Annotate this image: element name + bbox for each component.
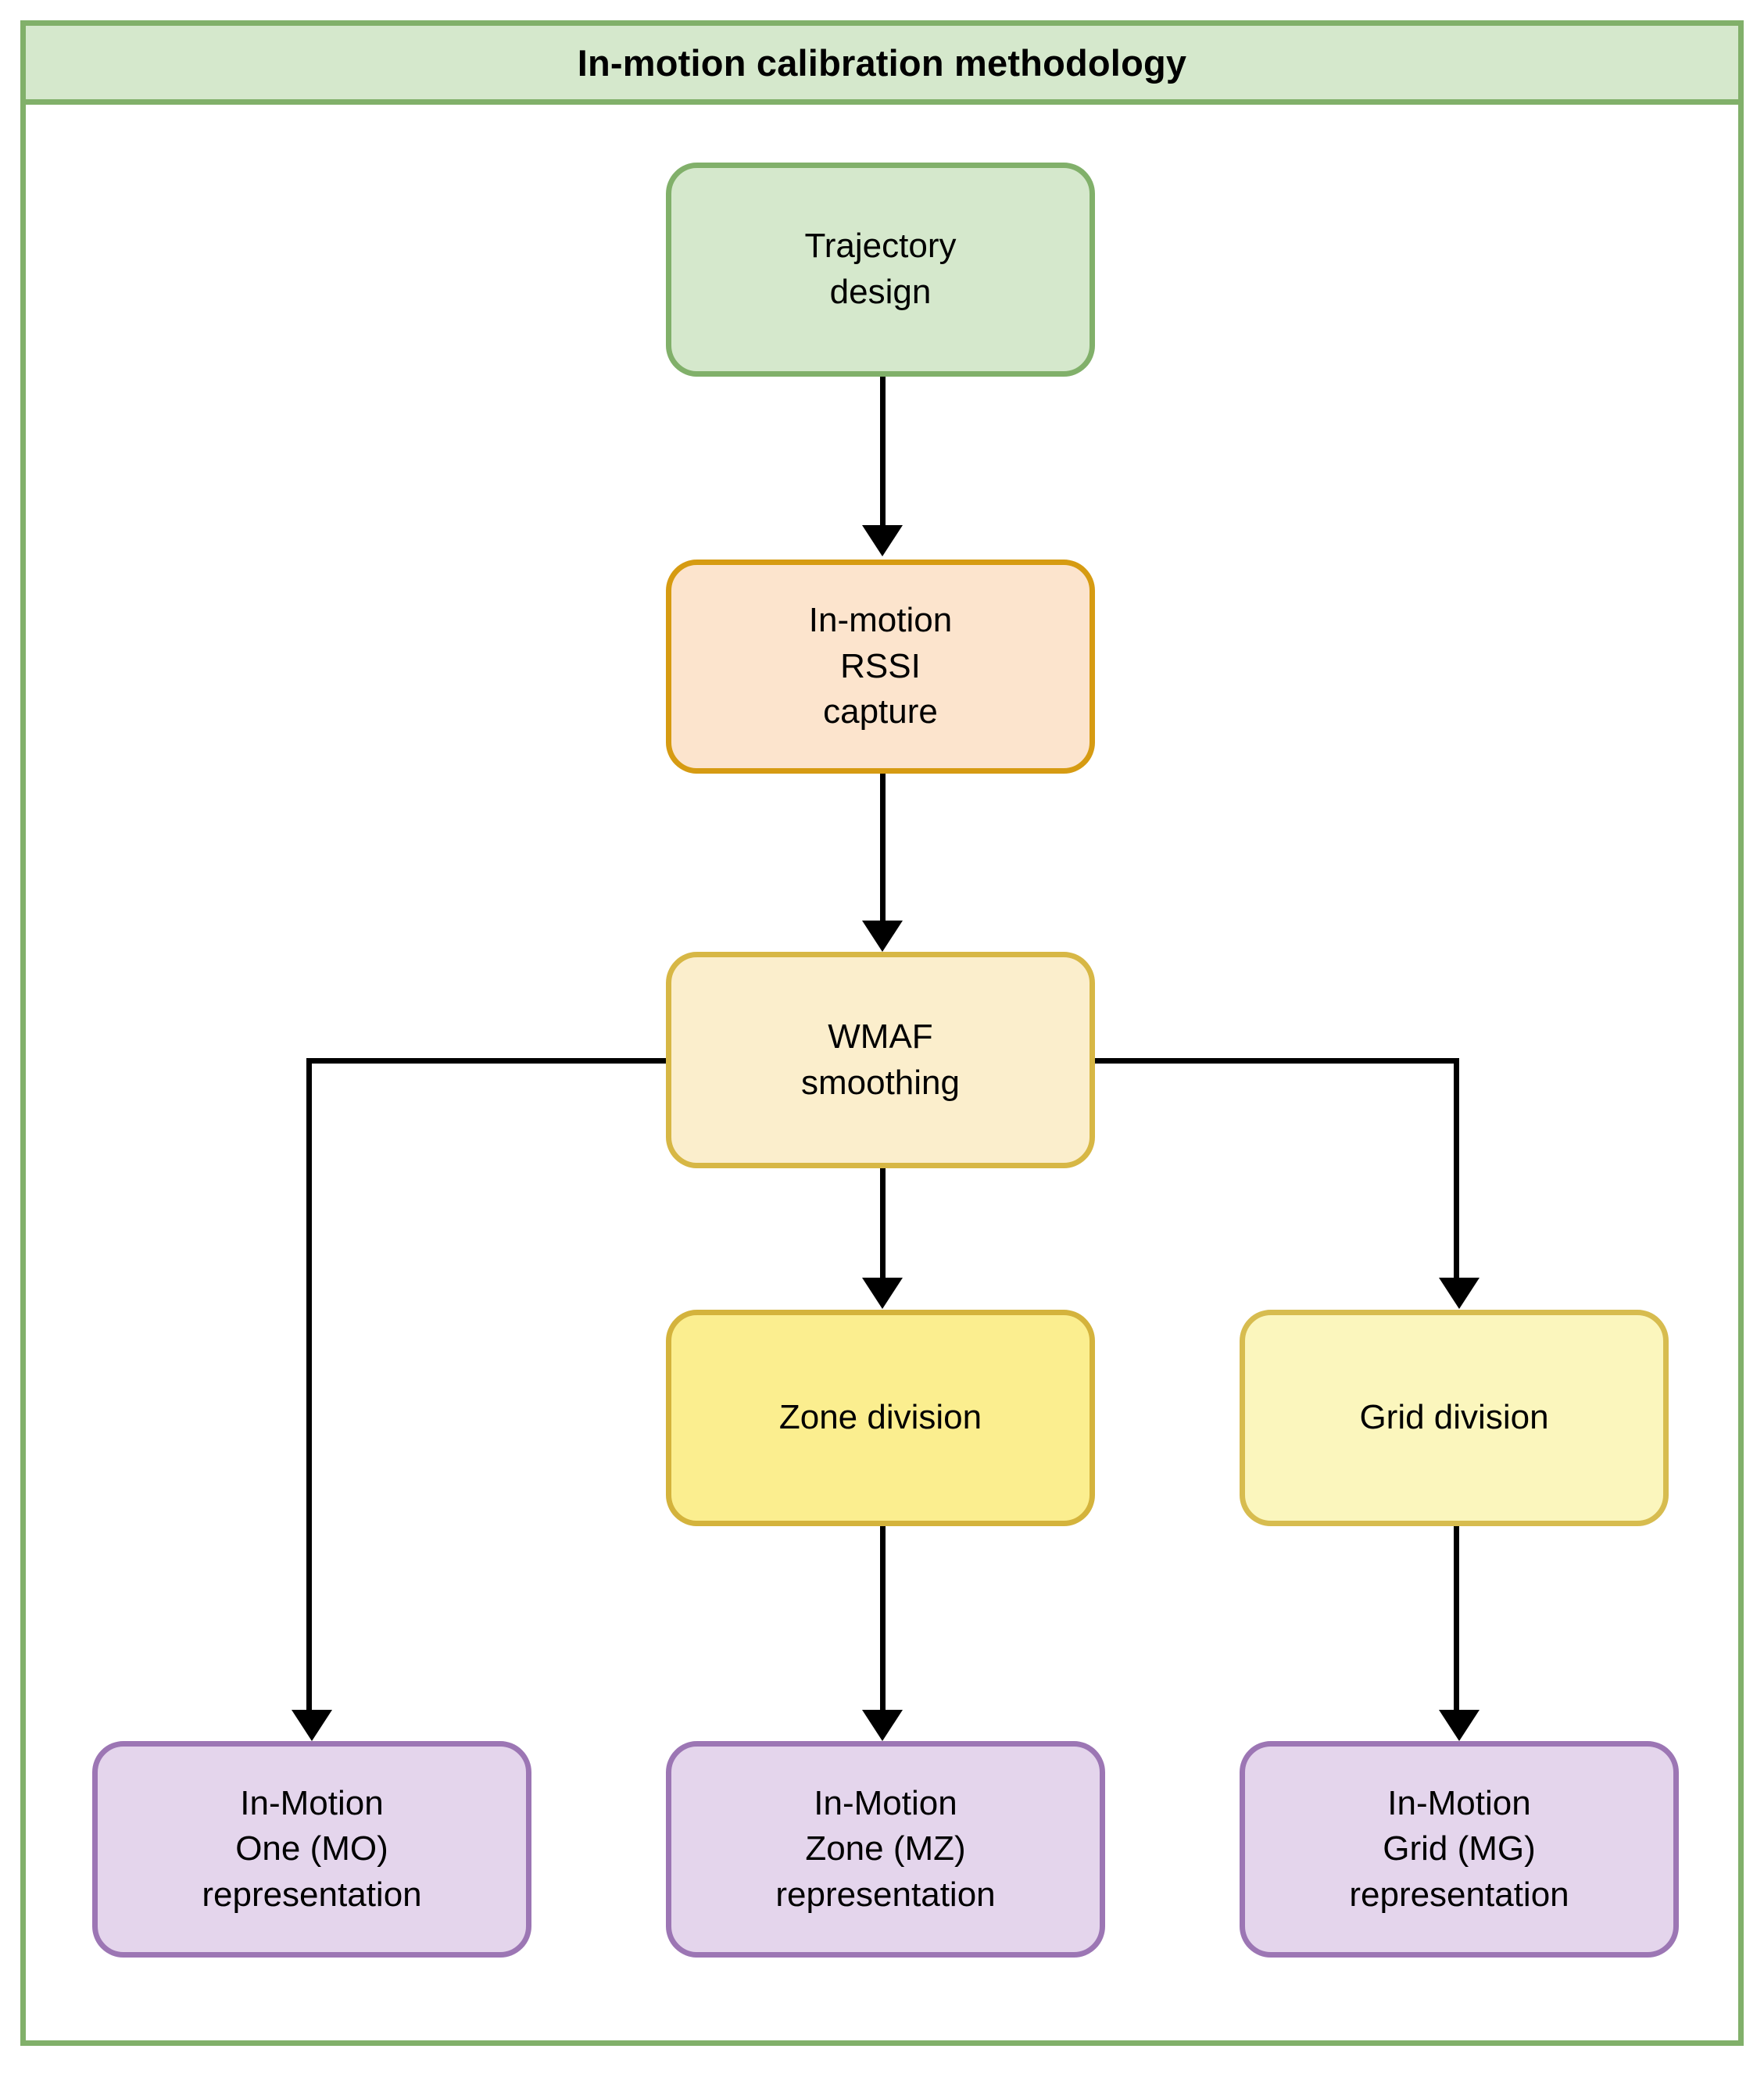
- node-zone-division-label: Zone division: [778, 1398, 982, 1437]
- connector-zone-to-mz: [880, 1526, 886, 1710]
- connector-wmaf-right-vertical: [1454, 1058, 1459, 1278]
- page-title: In-motion calibration methodology: [577, 41, 1187, 84]
- arrowhead-rssi-to-wmaf: [862, 921, 903, 952]
- node-mz-representation[interactable]: In-Motion Zone (MZ) representation: [666, 1741, 1105, 1958]
- connector-wmaf-to-zone: [880, 1168, 886, 1278]
- connector-wmaf-left-horizontal: [306, 1058, 671, 1064]
- node-rssi-capture[interactable]: In-motion RSSI capture: [666, 560, 1095, 774]
- arrowhead-zone-to-mz: [862, 1710, 903, 1741]
- node-mg-representation-label: In-Motion Grid (MG) representation: [1349, 1783, 1569, 1914]
- arrowhead-wmaf-to-zone: [862, 1278, 903, 1309]
- arrowhead-wmaf-to-mo: [292, 1710, 332, 1741]
- connector-trajectory-to-rssi: [880, 377, 886, 525]
- arrowhead-trajectory-to-rssi: [862, 525, 903, 556]
- connector-rssi-to-wmaf: [880, 774, 886, 921]
- connector-wmaf-right-horizontal: [1094, 1058, 1459, 1064]
- node-grid-division[interactable]: Grid division: [1240, 1310, 1669, 1526]
- node-grid-division-label: Grid division: [1359, 1398, 1549, 1437]
- node-wmaf-smoothing[interactable]: WMAF smoothing: [666, 952, 1095, 1168]
- arrowhead-grid-to-mg: [1439, 1710, 1480, 1741]
- node-zone-division[interactable]: Zone division: [666, 1310, 1095, 1526]
- connector-grid-to-mg: [1454, 1526, 1459, 1710]
- node-trajectory-design-label: Trajectory design: [804, 227, 957, 311]
- node-mg-representation[interactable]: In-Motion Grid (MG) representation: [1240, 1741, 1679, 1958]
- node-mz-representation-label: In-Motion Zone (MZ) representation: [775, 1783, 996, 1914]
- arrowhead-wmaf-to-grid: [1439, 1278, 1480, 1309]
- node-rssi-capture-label: In-motion RSSI capture: [808, 601, 953, 731]
- node-mo-representation[interactable]: In-Motion One (MO) representation: [92, 1741, 531, 1958]
- connector-wmaf-left-vertical: [306, 1058, 312, 1710]
- node-mo-representation-label: In-Motion One (MO) representation: [202, 1783, 422, 1914]
- node-wmaf-smoothing-label: WMAF smoothing: [800, 1017, 960, 1102]
- diagram-title-bar: In-motion calibration methodology: [20, 20, 1744, 105]
- node-trajectory-design[interactable]: Trajectory design: [666, 163, 1095, 377]
